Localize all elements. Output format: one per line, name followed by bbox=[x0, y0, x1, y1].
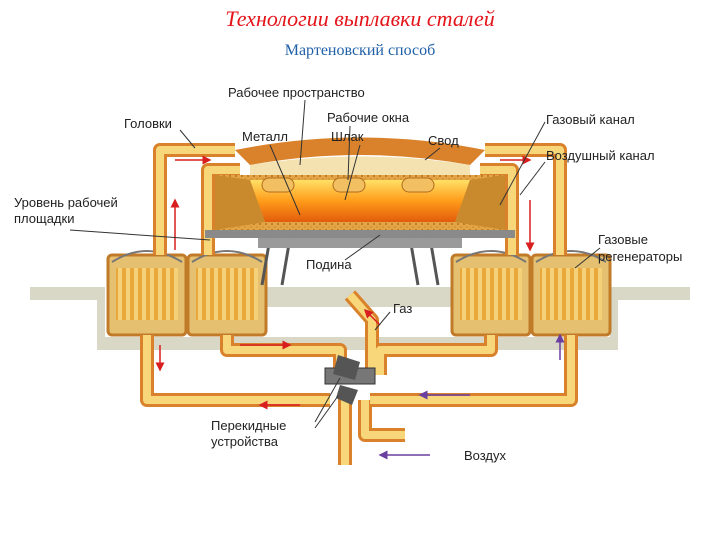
right-regenerators bbox=[450, 250, 612, 337]
hearth-supports bbox=[258, 237, 462, 286]
label-slag: Шлак bbox=[331, 129, 364, 144]
page-subtitle: Мартеновский способ bbox=[284, 42, 436, 59]
label-air-channel: Воздушный канал bbox=[546, 148, 655, 163]
label-platform-level-line1: Уровень рабочей bbox=[14, 195, 118, 210]
label-platform-level-line2: площадки bbox=[14, 211, 74, 226]
page-title: Технологии выплавки сталей bbox=[225, 6, 495, 31]
leader-lines bbox=[69, 99, 601, 429]
label-roof: Свод bbox=[428, 133, 459, 148]
label-gas: Газ bbox=[393, 301, 412, 316]
gas-flow-arrows bbox=[155, 155, 535, 410]
air-flow-arrows bbox=[378, 333, 565, 460]
label-reversing-devices-line2: устройства bbox=[211, 434, 279, 449]
label-gas-channel: Газовый канал bbox=[546, 112, 635, 127]
label-heads: Головки bbox=[124, 116, 172, 131]
label-metal: Металл bbox=[242, 129, 288, 144]
furnace-working-space bbox=[205, 137, 515, 238]
label-gas-regenerators-line1: Газовые bbox=[598, 232, 648, 247]
left-regenerators bbox=[106, 250, 268, 337]
label-gas-regenerators-line2: регенераторы bbox=[598, 249, 682, 264]
label-air: Воздух bbox=[464, 448, 507, 463]
reversing-valves bbox=[324, 355, 376, 405]
label-working-space: Рабочее пространство bbox=[228, 85, 365, 100]
label-hearth: Подина bbox=[306, 257, 352, 272]
label-working-windows: Рабочие окна bbox=[327, 110, 410, 125]
label-reversing-devices-line1: Перекидные bbox=[211, 418, 286, 433]
